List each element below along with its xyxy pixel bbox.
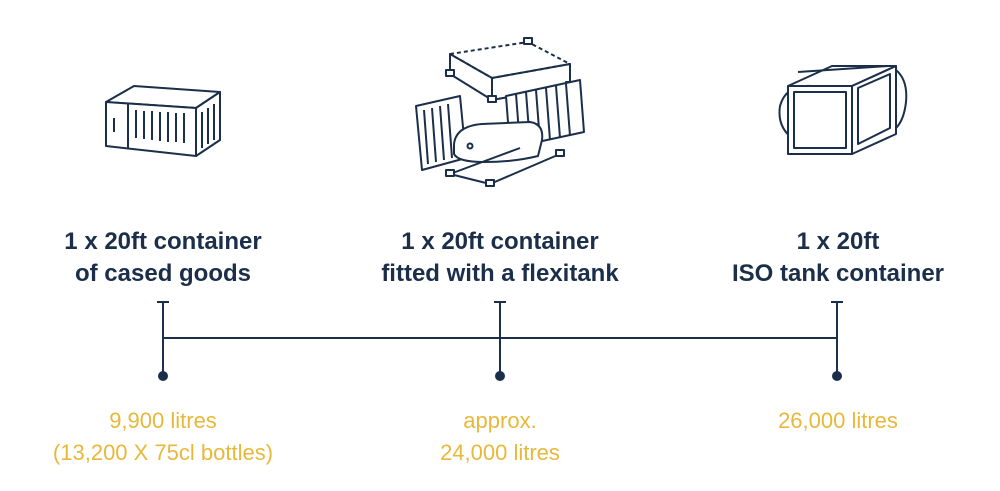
option-1-volume: 9,900 litres (13,200 X 75cl bottles) — [0, 405, 333, 469]
marker-dot-3 — [832, 371, 842, 381]
option-2-volume-line-1: approx. — [463, 408, 537, 433]
flexitank-container-icon — [415, 37, 585, 187]
iso-tank-container-icon — [778, 65, 908, 155]
option-2-title-line-1: 1 x 20ft container — [401, 228, 599, 255]
option-2-volume: approx. 24,000 litres — [330, 405, 670, 469]
option-2-title: 1 x 20ft container fitted with a flexita… — [330, 226, 670, 290]
option-2-volume-line-2: 24,000 litres — [440, 440, 560, 465]
option-1-volume-line-2: (13,200 X 75cl bottles) — [52, 440, 274, 465]
marker-dot-2 — [495, 371, 505, 381]
comparison-timeline — [157, 301, 843, 381]
option-1-title-line-1: 1 x 20ft container — [64, 228, 262, 255]
marker-dot-1 — [158, 371, 168, 381]
option-1-title: 1 x 20ft container of cased goods — [0, 226, 333, 290]
option-3-title: 1 x 20ft ISO tank container — [668, 226, 1000, 290]
option-3-volume-line-1: 26,000 litres — [778, 408, 898, 433]
option-2-title-line-2: fitted with a flexitank — [381, 260, 619, 287]
option-1-volume-line-1: 9,900 litres — [109, 408, 217, 433]
option-3-title-line-2: ISO tank container — [731, 260, 945, 287]
option-3-volume: 26,000 litres — [668, 405, 1000, 437]
option-1-title-line-2: of cased goods — [74, 260, 252, 287]
shipping-container-icon — [105, 85, 221, 157]
option-3-title-line-1: 1 x 20ft — [796, 228, 880, 255]
